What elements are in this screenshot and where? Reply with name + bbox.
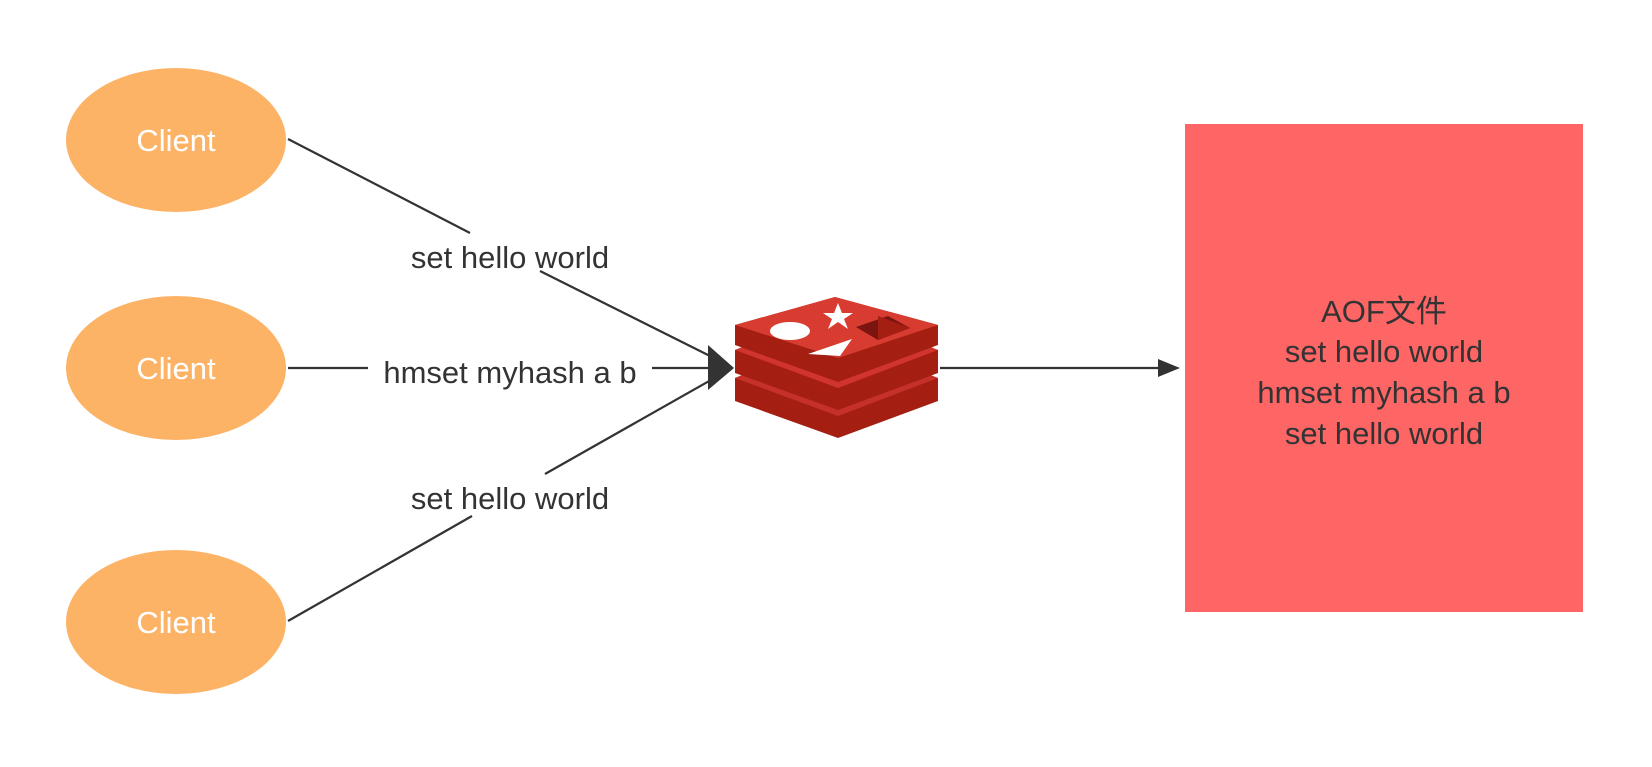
- edge-line: [287, 138, 471, 234]
- edge-line: [539, 270, 719, 361]
- client-label: Client: [136, 605, 216, 640]
- client-node: Client: [66, 296, 286, 440]
- edge-client-3: [287, 375, 719, 622]
- edge-client-1: [287, 138, 719, 361]
- client-ellipse: [66, 68, 286, 212]
- redis-logo-icon: [735, 297, 938, 438]
- arrowhead-icon: [708, 345, 734, 390]
- client-node: Client: [66, 550, 286, 694]
- aof-title: AOF文件: [1321, 294, 1447, 329]
- client-label: Client: [136, 123, 216, 158]
- edge-line: [544, 375, 719, 475]
- aof-file-box: AOF文件 set hello world hmset myhash a b s…: [1185, 124, 1583, 612]
- arrowhead-icon: [1158, 359, 1180, 377]
- aof-box-rect: [1185, 124, 1583, 612]
- client-node: Client: [66, 68, 286, 212]
- aof-line: set hello world: [1285, 416, 1483, 451]
- edge-label: hmset myhash a b: [383, 355, 636, 390]
- edge-line: [287, 515, 473, 622]
- client-ellipse: [66, 296, 286, 440]
- aof-line: hmset myhash a b: [1257, 375, 1510, 410]
- client-ellipse: [66, 550, 286, 694]
- aof-line: set hello world: [1285, 334, 1483, 369]
- edge-label: set hello world: [411, 481, 609, 516]
- client-label: Client: [136, 351, 216, 386]
- edge-label: set hello world: [411, 240, 609, 275]
